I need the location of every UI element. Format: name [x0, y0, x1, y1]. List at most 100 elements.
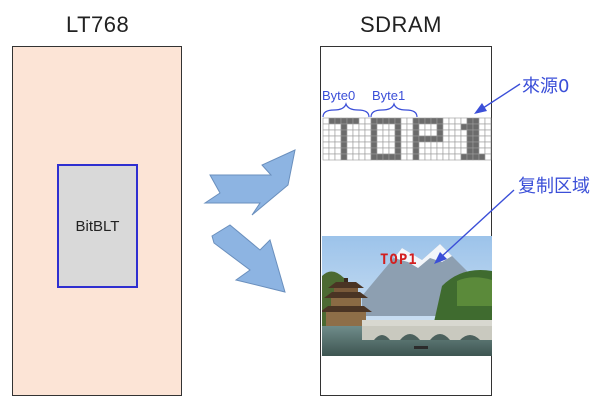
pixel-cell: [334, 153, 342, 161]
pixel-cell: [430, 141, 438, 149]
pixel-cell: [352, 153, 360, 161]
pixel-cell: [466, 147, 474, 155]
pixel-cell: [442, 117, 450, 125]
pixel-cell: [412, 141, 420, 149]
pixel-cell: [334, 147, 342, 155]
pixel-cell: [334, 123, 342, 131]
pixel-cell: [400, 147, 408, 155]
pixel-cell: [454, 147, 462, 155]
pixel-cell: [454, 117, 462, 125]
pixel-cell: [442, 153, 450, 161]
pixel-cell: [352, 117, 360, 125]
pixel-cell: [472, 153, 480, 161]
pixel-cell: [346, 153, 354, 161]
pixel-cell: [448, 141, 456, 149]
pixel-cell: [418, 141, 426, 149]
pixel-cell: [406, 135, 414, 143]
pixel-cell: [418, 135, 426, 143]
pixel-cell: [430, 117, 438, 125]
pixel-cell: [358, 141, 366, 149]
pixel-cell: [406, 123, 414, 131]
pixel-cell: [328, 147, 336, 155]
pixel-cell: [328, 117, 336, 125]
pixel-cell: [346, 141, 354, 149]
pixel-cell: [478, 135, 486, 143]
pixel-cell: [328, 153, 336, 161]
pixel-cell: [340, 123, 348, 131]
pixel-cell: [352, 147, 360, 155]
pixel-cell: [334, 141, 342, 149]
pixel-cell: [466, 135, 474, 143]
pixel-cell: [424, 135, 432, 143]
pixel-cell: [442, 147, 450, 155]
pixel-cell: [370, 147, 378, 155]
pixel-cell: [382, 141, 390, 149]
pixel-cell: [478, 141, 486, 149]
pixel-cell: [400, 135, 408, 143]
pixel-cell: [484, 123, 492, 131]
pixel-cell: [346, 123, 354, 131]
pixel-cell: [322, 129, 330, 137]
pixel-cell: [406, 153, 414, 161]
pixel-cell: [400, 123, 408, 131]
pixel-cell: [370, 123, 378, 131]
pixel-cell: [340, 141, 348, 149]
pixel-cell: [352, 135, 360, 143]
lt768-block: [12, 46, 182, 396]
pixel-cell: [424, 147, 432, 155]
pixel-cell: [430, 129, 438, 137]
pixel-cell: [340, 147, 348, 155]
pixel-cell: [424, 141, 432, 149]
pixel-cell: [388, 141, 396, 149]
pixel-cell: [340, 129, 348, 137]
pixel-cell: [364, 135, 372, 143]
pixel-cell: [466, 129, 474, 137]
pixel-cell: [442, 129, 450, 137]
pixel-art-top1: [322, 117, 492, 161]
pixel-cell: [466, 123, 474, 131]
pixel-cell: [322, 141, 330, 149]
pixel-cell: [334, 135, 342, 143]
pixel-cell: [364, 117, 372, 125]
pixel-cell: [382, 117, 390, 125]
pixel-cell: [442, 123, 450, 131]
pixel-cell: [454, 153, 462, 161]
pixel-cell: [394, 123, 402, 131]
pixel-cell: [364, 153, 372, 161]
pixel-cell: [448, 117, 456, 125]
pixel-cell: [406, 117, 414, 125]
pixel-cell: [424, 153, 432, 161]
pixel-cell: [322, 147, 330, 155]
pixel-cell: [352, 123, 360, 131]
pixel-cell: [364, 123, 372, 131]
pixel-cell: [418, 117, 426, 125]
bitblt-label: BitBLT: [75, 217, 120, 235]
pixel-cell: [382, 135, 390, 143]
pixel-cell: [394, 129, 402, 137]
copy-pointer-head: [434, 252, 447, 264]
pixel-cell: [388, 153, 396, 161]
sdram-title: SDRAM: [360, 12, 442, 37]
pixel-cell: [484, 153, 492, 161]
pixel-cell: [436, 153, 444, 161]
source-label: 來源0: [522, 76, 570, 97]
byte0-label: Byte0: [322, 88, 356, 103]
pixel-cell: [400, 153, 408, 161]
pixel-cell: [346, 129, 354, 137]
copy-region-label: 复制区域: [518, 176, 590, 197]
pixel-cell: [436, 123, 444, 131]
pixel-cell: [460, 123, 468, 131]
pixel-cell: [346, 117, 354, 125]
pixel-cell: [394, 153, 402, 161]
pixel-cell: [382, 123, 390, 131]
pixel-cell: [376, 129, 384, 137]
read-arrow: [203, 149, 296, 216]
pixel-cell: [460, 117, 468, 125]
pixel-cell: [334, 117, 342, 125]
pixel-cell: [478, 153, 486, 161]
pixel-cell: [394, 141, 402, 149]
pixel-cell: [466, 117, 474, 125]
pixel-cell: [352, 129, 360, 137]
pixel-cell: [484, 117, 492, 125]
